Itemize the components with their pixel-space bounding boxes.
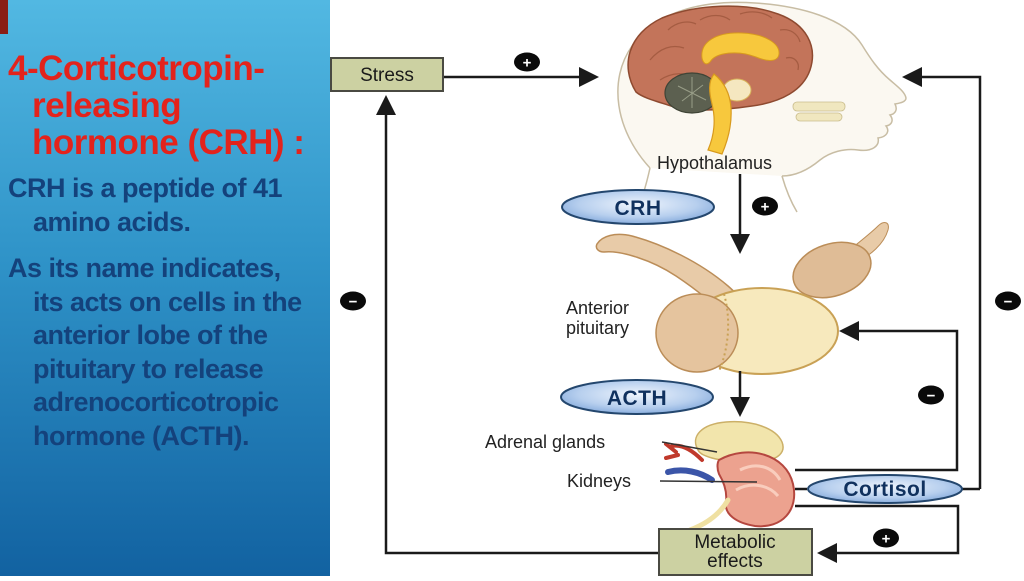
pituitary-illustration <box>595 222 889 375</box>
plus-sign-metabolic-line: + <box>873 528 899 548</box>
kidney-adrenal-illustration <box>664 420 796 533</box>
anterior-pituitary-label-line1: Anterior <box>566 298 629 318</box>
plus-glyph: + <box>761 199 770 216</box>
para2-line-2: its acts on cells in the <box>33 286 302 317</box>
plus-oval <box>514 52 540 72</box>
plus-glyph: + <box>523 55 532 72</box>
adrenal-gland <box>694 420 784 462</box>
flow-arrows <box>376 67 982 563</box>
para2-line-3: anterior lobe of the <box>33 320 268 350</box>
metabolic-effects-label-line2: effects <box>707 551 763 572</box>
anterior-lobe-left <box>655 293 739 373</box>
stress-box <box>330 57 444 92</box>
pituitary-cleft <box>718 293 730 372</box>
plus-sign-crh-line: + <box>752 196 778 216</box>
corpus-callosum <box>701 32 780 65</box>
crh-oval <box>561 189 715 225</box>
kidneys-leader-line <box>659 480 758 483</box>
cortisol-oval <box>807 474 963 504</box>
anterior-pituitary-label-line2: pituitary <box>566 318 629 338</box>
para1-line-2: amino acids. <box>33 206 191 237</box>
minus-oval <box>995 291 1021 311</box>
arrow-cortisol-to-hypothalamus-loop <box>902 67 982 489</box>
minus-oval <box>340 291 366 311</box>
hpa-axis-diagram-svg: Stress Metabolic effects CRH ACTH Cortis… <box>330 1 1021 576</box>
kidneys-label: Kidneys <box>567 471 631 491</box>
arrow-cortisol-to-metabolic-loop <box>795 504 960 563</box>
minus-sign-outer-loop: − <box>995 291 1021 311</box>
title-line-2: releasing <box>32 86 182 125</box>
teeth-lower <box>795 112 843 122</box>
acth-label: ACTH <box>607 387 667 410</box>
minus-glyph: − <box>349 294 358 311</box>
plus-sign-stress-line: + <box>514 52 540 72</box>
minus-glyph: − <box>927 388 936 405</box>
teeth-upper <box>792 101 846 112</box>
kidney-shading <box>735 464 782 498</box>
adrenal-glands-label: Adrenal glands <box>485 432 605 452</box>
paragraph-crh-peptide: CRH is a peptide of 41 amino acids. <box>8 172 328 239</box>
slide-title: 4-Corticotropin- releasing hormone (CRH)… <box>8 50 326 161</box>
title-line-3: hormone (CRH) : <box>32 123 305 162</box>
minus-sign-inner-loop: − <box>918 385 944 405</box>
renal-vein <box>665 467 715 483</box>
cortisol-node: Cortisol <box>807 474 963 504</box>
acth-node: ACTH <box>560 379 714 415</box>
posterior-lobe <box>792 241 872 299</box>
metabolic-effects-label-line1: Metabolic <box>694 532 775 553</box>
paragraph-crh-action: As its name indicates, its acts on cells… <box>8 252 328 453</box>
title-line-1: 4-Corticotropin- <box>8 49 265 88</box>
plus-oval <box>752 196 778 216</box>
arrow-cortisol-to-pituitary-loop <box>795 321 959 472</box>
minus-sign-left-loop: − <box>340 291 366 311</box>
corner-accent-strip <box>0 0 8 34</box>
acth-oval <box>560 379 714 415</box>
stress-node: Stress <box>330 57 444 92</box>
para2-line-1: As its name indicates, <box>8 253 281 283</box>
para2-line-4: pituitary to release <box>33 353 264 384</box>
stress-label: Stress <box>360 65 414 86</box>
kidney <box>716 451 796 528</box>
hypothalamus-label: Hypothalamus <box>657 153 772 173</box>
cortisol-label: Cortisol <box>843 478 926 501</box>
cerebellum-branches <box>677 77 707 108</box>
minus-glyph: − <box>1004 294 1013 311</box>
crh-label: CRH <box>615 197 662 220</box>
plus-glyph: + <box>882 531 891 548</box>
hpa-axis-diagram: Stress Metabolic effects CRH ACTH Cortis… <box>330 0 1024 576</box>
renal-artery <box>664 442 704 462</box>
arrow-metabolic-to-stress-loop <box>376 95 659 555</box>
para1-line-1: CRH is a peptide of 41 <box>8 173 283 203</box>
brainstem-hypothalamus-stalk <box>707 73 732 155</box>
plus-oval <box>873 528 899 548</box>
para2-line-6: hormone (ACTH). <box>33 420 249 451</box>
crh-node: CRH <box>561 189 715 225</box>
metabolic-effects-node: Metabolic effects <box>658 528 813 576</box>
slide-text-panel: 4-Corticotropin- releasing hormone (CRH)… <box>0 0 330 576</box>
neck-line-front <box>781 175 798 213</box>
adrenal-glands-leader-line <box>661 441 718 453</box>
minus-oval <box>918 385 944 405</box>
metabolic-effects-box <box>658 528 813 576</box>
head-brain-illustration <box>617 1 907 213</box>
para2-line-5: adrenocorticotropic <box>33 387 279 417</box>
ureter <box>687 497 731 533</box>
